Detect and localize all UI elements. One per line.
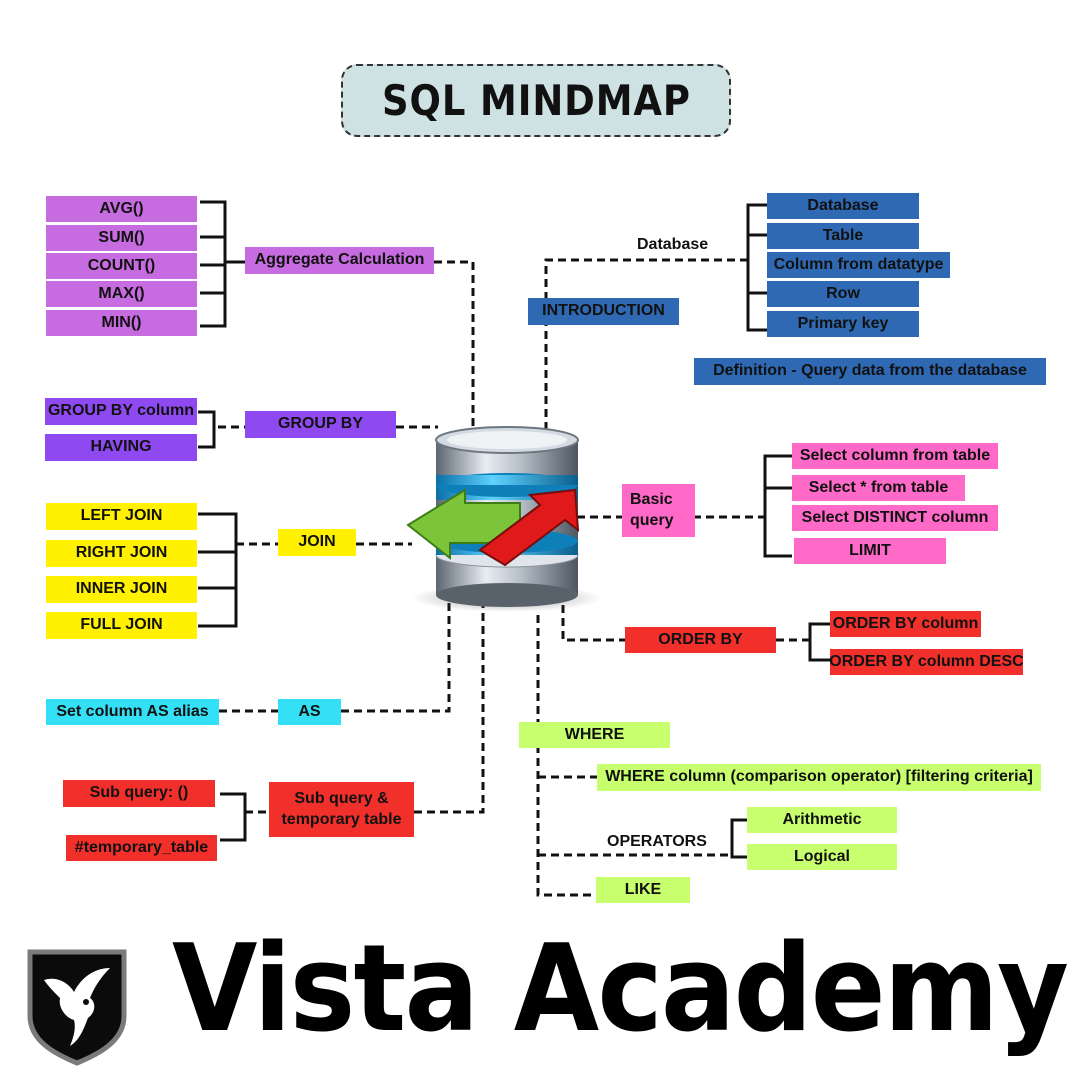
where-node: WHERE xyxy=(519,722,670,748)
database-branch-label: Database xyxy=(637,236,709,253)
select-star-from-table-item: Select * from table xyxy=(792,475,965,501)
group-by-node: GROUP BY xyxy=(245,411,396,438)
logical-item: Logical xyxy=(747,844,897,870)
aggregate-item-sum: SUM() xyxy=(46,225,197,251)
select-column-from-table-item: Select column from table xyxy=(792,443,998,469)
aggregate-calculation-node: Aggregate Calculation xyxy=(245,247,434,274)
intro-item-primary-key: Primary key xyxy=(767,311,919,337)
brand-name: Vista Academy xyxy=(172,920,1069,1059)
operators-label: OPERATORS xyxy=(607,833,707,850)
title-banner: SQL MINDMAP xyxy=(341,64,731,137)
page-title: SQL MINDMAP xyxy=(381,76,691,125)
order-by-column-desc-item: ORDER BY column DESC xyxy=(829,649,1024,675)
aggregate-item-max: MAX() xyxy=(46,281,197,307)
order-by-node: ORDER BY xyxy=(625,627,776,653)
where-syntax-item: WHERE column (comparison operator) [filt… xyxy=(597,764,1041,791)
as-node: AS xyxy=(278,699,341,725)
full-join-item: FULL JOIN xyxy=(46,612,197,639)
sub-query-item: Sub query: () xyxy=(63,780,215,807)
having-item: HAVING xyxy=(45,434,197,461)
intro-item-database: Database xyxy=(767,193,919,219)
inner-join-item: INNER JOIN xyxy=(46,576,197,603)
aggregate-item-count: COUNT() xyxy=(46,253,197,279)
aggregate-item-avg: AVG() xyxy=(46,196,197,222)
intro-item-column-from-datatype: Column from datatype xyxy=(767,252,950,278)
join-node: JOIN xyxy=(278,529,356,556)
order-by-column-item: ORDER BY column xyxy=(830,611,981,637)
intro-item-table: Table xyxy=(767,223,919,249)
aggregate-item-min: MIN() xyxy=(46,310,197,336)
introduction-node: INTRODUCTION xyxy=(528,298,679,325)
definition-node: Definition - Query data from the databas… xyxy=(694,358,1046,385)
basic-query-node: Basic query xyxy=(622,484,695,537)
group-by-column-item: GROUP BY column xyxy=(45,398,197,425)
limit-item: LIMIT xyxy=(794,538,946,564)
sub-query-temporary-table-node: Sub query & temporary table xyxy=(269,782,414,837)
hummingbird-shield-icon xyxy=(27,949,127,1066)
set-column-alias-item: Set column AS alias xyxy=(46,699,219,725)
select-distinct-column-item: Select DISTINCT column xyxy=(792,505,998,531)
right-join-item: RIGHT JOIN xyxy=(46,540,197,567)
like-item: LIKE xyxy=(596,877,690,903)
database-icon xyxy=(406,426,602,612)
left-join-item: LEFT JOIN xyxy=(46,503,197,530)
intro-item-row: Row xyxy=(767,281,919,307)
temporary-table-item: #temporary_table xyxy=(66,835,217,861)
arithmetic-item: Arithmetic xyxy=(747,807,897,833)
